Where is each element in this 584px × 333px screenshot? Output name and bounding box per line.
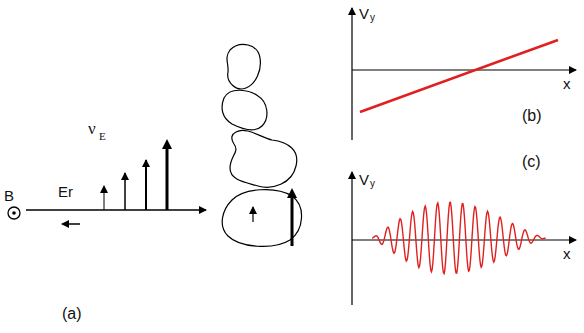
panel-label: (b): [522, 108, 542, 124]
velocity-arrow: [166, 144, 169, 210]
field-label: Er: [58, 184, 73, 199]
field-dot: [12, 211, 16, 215]
axis-label: V: [359, 6, 369, 21]
velocity-subscript: E: [99, 131, 106, 142]
field-label: B: [4, 188, 14, 203]
eddy-outline: [222, 190, 301, 247]
velocity-arrow: [124, 173, 126, 210]
y-axis: [351, 172, 352, 305]
velocity-arrow: [104, 186, 105, 210]
panel-label: (c): [522, 154, 541, 170]
eddy-outline: [227, 44, 260, 88]
linear-profile: [360, 40, 558, 112]
axis-label: x: [563, 76, 571, 91]
field-symbol: [8, 207, 20, 219]
axis-label: x: [563, 246, 571, 261]
panel-label: (a): [62, 306, 82, 322]
eddy-outline: [222, 90, 267, 130]
axis-label: V: [359, 172, 369, 187]
velocity-label: ν: [88, 120, 96, 137]
radial-axis: [26, 209, 206, 210]
field-arrow: [62, 223, 80, 225]
velocity-arrow: [145, 160, 147, 210]
axis-subscript: y: [370, 13, 375, 23]
x-axis: [352, 239, 576, 240]
eddy-outline: [230, 130, 297, 187]
oscillating-profile: [372, 202, 546, 273]
velocity-arrow: [291, 193, 294, 246]
axis-subscript: y: [370, 179, 375, 189]
x-axis: [352, 69, 576, 70]
y-axis: [351, 8, 352, 140]
velocity-arrow: [252, 207, 253, 222]
